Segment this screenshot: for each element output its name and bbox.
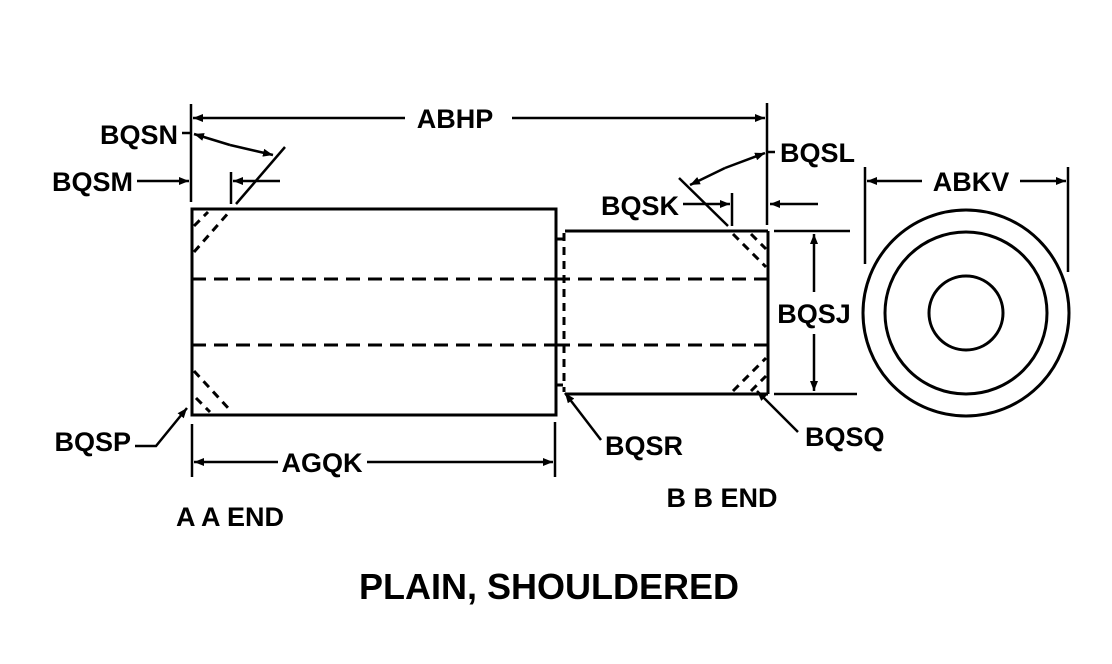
angle-arrow <box>229 143 274 157</box>
leader-bqsq: BQSQ <box>756 390 885 452</box>
dimension-bqsm: BQSM <box>52 167 280 204</box>
label-abkv: ABKV <box>933 167 1010 197</box>
leader-arrow <box>756 390 799 433</box>
label-bqsk: BQSK <box>601 191 680 221</box>
chamfer-extension-line <box>678 177 729 227</box>
label-bqsn: BQSN <box>100 120 178 150</box>
shoulder-outline <box>190 207 558 417</box>
chamfer-hidden-line <box>194 396 212 414</box>
bore-circle <box>927 274 1005 352</box>
dimension-abhp: ABHP <box>189 103 769 225</box>
label-bqsl: BQSL <box>780 138 855 168</box>
chamfer-hidden-line <box>192 210 232 253</box>
leader-arrow <box>135 407 188 448</box>
label-bqsq: BQSQ <box>805 422 885 452</box>
diagram-title: PLAIN, SHOULDERED <box>359 566 739 607</box>
angle-arrow <box>193 132 231 147</box>
label-bqsj: BQSJ <box>777 299 851 329</box>
leader-bqsp: BQSP <box>54 407 188 457</box>
dimension-abkv: ABKV <box>863 167 1070 272</box>
reduced-body <box>556 229 770 396</box>
chamfer-hidden-line <box>192 210 210 228</box>
label-b-end: B B END <box>666 483 777 513</box>
end-view <box>861 208 1071 418</box>
dimension-bqsl: BQSL <box>678 138 855 227</box>
dimension-bqsn: BQSN <box>100 120 286 205</box>
shoulder-end-circle <box>883 230 1049 396</box>
dimension-bqsk: BQSK <box>601 191 818 226</box>
angle-arrow <box>724 151 766 170</box>
label-agqk: AGQK <box>282 448 364 478</box>
label-bqsp: BQSP <box>54 427 131 457</box>
outer-diameter-circle <box>861 208 1071 418</box>
chamfer-hidden-line <box>731 356 768 393</box>
chamfer-hidden-line <box>731 232 768 269</box>
chamfer-extension-line <box>235 146 286 205</box>
dimension-agqk: AGQK <box>190 422 557 478</box>
angle-arrow <box>689 166 726 187</box>
chamfer-hidden-line <box>192 369 232 412</box>
chamfer-hidden-line <box>749 232 768 251</box>
leader-arrow <box>564 392 602 441</box>
label-abhp: ABHP <box>417 104 494 134</box>
leader-bqsr: BQSR <box>564 392 683 461</box>
label-bqsr: BQSR <box>605 431 683 461</box>
chamfer-hidden-line <box>749 374 768 393</box>
label-a-end: A A END <box>176 502 284 532</box>
dimension-bqsj: BQSJ <box>774 229 857 396</box>
shoulder-body <box>190 207 558 417</box>
label-bqsm: BQSM <box>52 167 133 197</box>
